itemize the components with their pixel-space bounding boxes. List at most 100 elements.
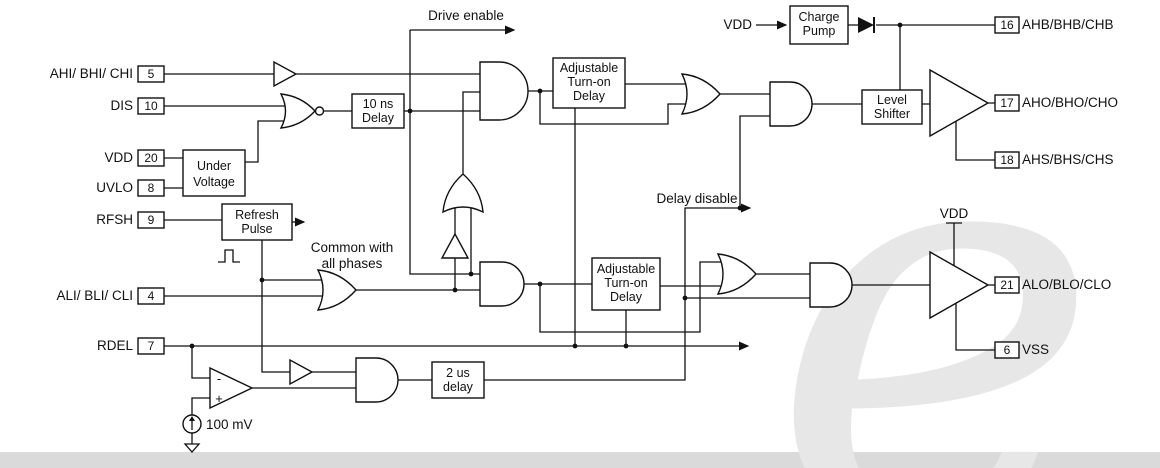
delay-2us-label-2: delay [443, 380, 474, 394]
pin-ahi: AHI/ BHI/ CHI 5 [50, 65, 165, 83]
wire-control [191, 108, 627, 444]
pin-ahs-box [994, 151, 1020, 169]
refresh-pulse-label-1: Refresh [235, 208, 279, 222]
signal-wires [164, 20, 995, 444]
charge-pump-label-2: Pump [803, 24, 836, 38]
pin-aho-box [994, 94, 1020, 112]
buffer-gate-ahi [273, 60, 298, 88]
annotations: Drive enable Delay disable Common with a… [182, 8, 969, 453]
pin-aho-number: 17 [1000, 96, 1014, 110]
common-phases-label-1: Common with [311, 240, 394, 255]
under-voltage-label-1: Under [197, 159, 231, 173]
buffer-gate-up [440, 232, 470, 259]
diode [858, 17, 875, 33]
comparator: - + [209, 366, 254, 410]
pin-rfsh-number: 9 [148, 213, 155, 227]
common-phases-label-2: all phases [322, 256, 383, 271]
adj-delay-ls-label-2: Turn-on [604, 276, 647, 290]
comparator-minus-label: - [217, 371, 221, 386]
adjustable-delay-ls-box [591, 257, 661, 311]
pin-vdd-number: 20 [144, 151, 158, 165]
pin-ahs: 18 AHS/BHS/CHS [994, 151, 1114, 169]
junction [682, 295, 688, 301]
pin-alo-label: ALO/BLO/CLO [1022, 277, 1111, 292]
pin-ahi-number: 5 [148, 67, 155, 81]
and-gate-rdel [355, 357, 399, 403]
level-shifter-label-2: Shifter [874, 107, 910, 121]
pin-uvlo-label: UVLO [96, 180, 133, 195]
under-voltage-block: Under Voltage [182, 149, 246, 197]
pin-ali-label: ALI/ BLI/ CLI [56, 288, 133, 303]
delay-2us-label-1: 2 us [446, 366, 470, 380]
pin-ali-number: 4 [148, 289, 155, 303]
refresh-pulse-label-2: Pulse [241, 222, 272, 236]
pins-right: 16 AHB/BHB/CHB 17 AHO/BHO/CHO 18 AHS/BHS… [994, 16, 1118, 359]
voltage-source-arrowhead [189, 416, 195, 421]
or-gate-vertical [442, 173, 484, 214]
pin-vss-number: 6 [1004, 343, 1011, 357]
pin-ahi-label: AHI/ BHI/ CHI [50, 66, 133, 81]
and-gate-high-side-output [769, 81, 813, 127]
junction [897, 22, 903, 28]
comparator-body [209, 366, 254, 410]
nor-gate-body [279, 93, 316, 129]
pin-ali-box [137, 287, 165, 305]
or-gate-low-side [716, 253, 757, 295]
adj-delay-ls-label-3: Delay [610, 290, 643, 304]
pin-dis-label: DIS [110, 98, 133, 113]
delay-10ns-block: 10 ns Delay [351, 93, 405, 129]
pin-alo-box [994, 276, 1020, 294]
pin-ahb-label: AHB/BHB/CHB [1022, 17, 1114, 32]
pin-vss-box [994, 341, 1020, 359]
pin-ali: ALI/ BLI/ CLI 4 [56, 287, 165, 305]
pin-ahi-box [137, 65, 165, 83]
junction [623, 343, 629, 349]
charge-pump-block: Charge Pump [789, 5, 849, 45]
adj-delay-hs-label-2: Turn-on [567, 75, 610, 89]
and-gate-high-side-input [479, 61, 529, 121]
pin-rfsh-label: RFSH [96, 212, 133, 227]
function-blocks: Charge Pump Level Shifter 10 ns Delay Un… [182, 5, 923, 399]
ground-symbol [183, 443, 201, 453]
diode-anode [858, 17, 874, 33]
pin-rdel-number: 7 [148, 339, 155, 353]
pin-ahb-number: 16 [1000, 18, 1014, 32]
pin-ahb-box [994, 16, 1020, 34]
watermark-band [0, 452, 1160, 468]
vdd-low-side-label: VDD [940, 206, 969, 221]
comparator-plus-label: + [215, 391, 223, 406]
pin-dis-box [137, 97, 165, 115]
level-shifter-label-1: Level [877, 93, 907, 107]
pin-ahs-number: 18 [1000, 153, 1014, 167]
refresh-pulse-box [221, 203, 293, 241]
delay-10ns-box [351, 93, 405, 129]
refresh-pulse-block: Refresh Pulse [221, 203, 293, 241]
pin-rdel-label: RDEL [97, 338, 134, 353]
delay-10ns-label-1: 10 ns [363, 97, 394, 111]
output-buffer-high-side [929, 68, 990, 138]
buffer-gate-rdel [289, 358, 314, 386]
junction [537, 88, 543, 94]
nor-gate-bubble [314, 106, 325, 116]
pin-rfsh-box [137, 211, 165, 229]
vdd-charge-pump-label: VDD [723, 17, 752, 32]
junction [407, 108, 413, 114]
pin-vdd: VDD 20 [104, 149, 165, 167]
pin-vss-label: VSS [1022, 342, 1049, 357]
charge-pump-box [789, 5, 849, 45]
wire-high-side [164, 24, 995, 275]
adj-delay-ls-label-1: Adjustable [597, 262, 655, 276]
drive-enable-label: Drive enable [428, 8, 504, 23]
wire-low-side [164, 205, 995, 373]
pin-rdel: RDEL 7 [97, 337, 165, 355]
pin-alo-number: 21 [1000, 278, 1014, 292]
pin-alo: 21 ALO/BLO/CLO [994, 276, 1111, 294]
level-shifter-block: Level Shifter [861, 89, 923, 125]
logic-gates: - + [209, 17, 990, 410]
nor-gate-dis [279, 93, 325, 129]
level-shifter-box [861, 89, 923, 125]
under-voltage-label-2: Voltage [193, 175, 235, 189]
